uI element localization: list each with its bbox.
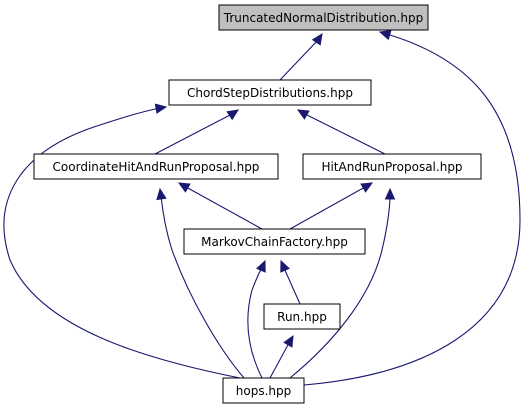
node-label: TruncatedNormalDistribution.hpp bbox=[223, 11, 423, 25]
arrowhead bbox=[156, 187, 167, 201]
node-hitandrun[interactable]: HitAndRunProposal.hpp bbox=[302, 153, 482, 180]
edge-line bbox=[3, 107, 241, 379]
edge-hops-to-hitandrun bbox=[289, 187, 396, 379]
arrowhead bbox=[226, 109, 240, 121]
node-markov[interactable]: MarkovChainFactory.hpp bbox=[183, 228, 366, 255]
edge-line bbox=[289, 186, 366, 230]
edge-line bbox=[303, 34, 521, 386]
edge-hops-to-markov bbox=[247, 259, 266, 379]
node-truncated[interactable]: TruncatedNormalDistribution.hpp bbox=[218, 4, 429, 31]
arrowhead bbox=[296, 109, 310, 120]
edge-markov-to-coordinate bbox=[177, 182, 263, 230]
edge-coordinate-to-chord bbox=[154, 109, 240, 155]
node-label: HitAndRunProposal.hpp bbox=[321, 160, 462, 174]
nodes-layer: TruncatedNormalDistribution.hppChordStep… bbox=[33, 4, 482, 404]
arrowhead bbox=[378, 29, 392, 41]
node-box[interactable] bbox=[302, 153, 482, 180]
arrowhead bbox=[384, 187, 396, 200]
edge-line bbox=[247, 267, 263, 379]
edge-line bbox=[304, 113, 386, 155]
node-box[interactable] bbox=[218, 4, 429, 31]
arrowhead bbox=[177, 182, 191, 193]
node-chord[interactable]: ChordStepDistributions.hpp bbox=[168, 79, 372, 106]
node-hops[interactable]: hops.hpp bbox=[222, 377, 305, 404]
node-box[interactable] bbox=[222, 377, 305, 404]
edge-hops-to-chord bbox=[3, 103, 241, 379]
node-label: CoordinateHitAndRunProposal.hpp bbox=[53, 160, 260, 174]
node-label: Run.hpp bbox=[277, 310, 327, 324]
arrowhead bbox=[154, 103, 168, 114]
node-label: ChordStepDistributions.hpp bbox=[187, 86, 353, 100]
node-box[interactable] bbox=[33, 153, 279, 180]
edge-line bbox=[160, 195, 245, 379]
node-label: hops.hpp bbox=[236, 384, 291, 398]
node-box[interactable] bbox=[168, 79, 372, 106]
edge-line bbox=[185, 186, 263, 230]
edge-run-to-markov bbox=[280, 259, 301, 305]
arrowhead bbox=[360, 182, 374, 193]
node-box[interactable] bbox=[263, 303, 341, 330]
edge-hops-to-run bbox=[269, 334, 294, 379]
edge-line bbox=[279, 39, 319, 81]
node-coordinate[interactable]: CoordinateHitAndRunProposal.hpp bbox=[33, 153, 279, 180]
edges-layer bbox=[3, 29, 521, 386]
edge-hitandrun-to-chord bbox=[296, 109, 386, 155]
arrowhead bbox=[280, 259, 290, 273]
node-box[interactable] bbox=[183, 228, 366, 255]
arrowhead bbox=[256, 259, 266, 273]
edge-hops-to-truncated bbox=[303, 29, 521, 386]
arrowhead bbox=[283, 334, 294, 348]
edge-line bbox=[269, 342, 290, 379]
edge-line bbox=[289, 195, 391, 379]
arrowhead bbox=[311, 32, 323, 46]
node-run[interactable]: Run.hpp bbox=[263, 303, 341, 330]
edge-markov-to-hitandrun bbox=[289, 182, 374, 230]
edge-hops-to-coordinate bbox=[156, 187, 245, 379]
edge-line bbox=[283, 267, 301, 305]
node-label: MarkovChainFactory.hpp bbox=[201, 235, 348, 249]
edge-chord-to-truncated bbox=[279, 32, 323, 81]
edge-line bbox=[154, 113, 233, 155]
